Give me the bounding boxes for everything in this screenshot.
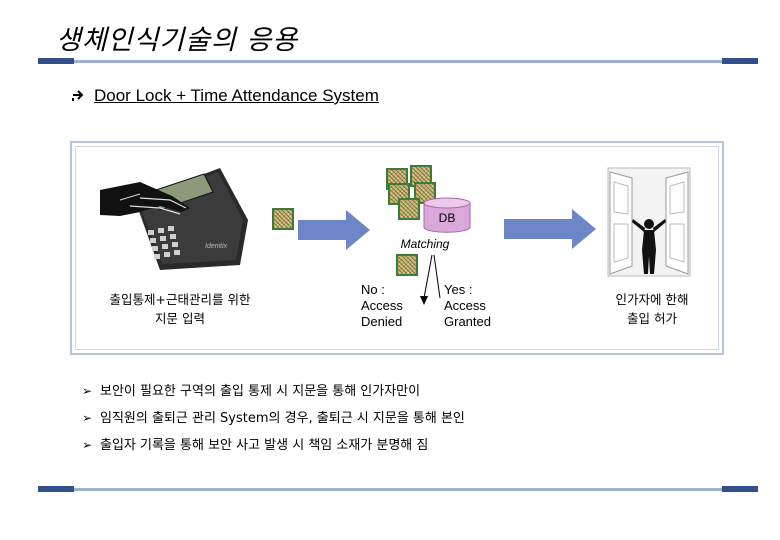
arrow-bullet-icon: ➢ — [82, 438, 93, 452]
input-label: 출입통제+근태관리를 위한 지문 입력 — [109, 292, 251, 326]
database-icon — [423, 197, 471, 233]
access-denied-label: No : Access Denied — [361, 282, 403, 329]
fingerprint-reader-illustration: Idenitix — [100, 168, 248, 270]
bullet-item: ➢보안이 필요한 구역의 출입 통제 시 지문을 통해 인가자만이 — [82, 384, 421, 399]
diagram-frame — [70, 141, 724, 355]
fingerprint-icon — [396, 254, 418, 276]
bottom-divider — [38, 486, 758, 492]
subtitle-text: Door Lock + Time Attendance System — [94, 86, 379, 105]
title-divider — [38, 58, 758, 64]
open-door-illustration — [607, 167, 691, 277]
device-brand-label: Idenitix — [205, 243, 228, 250]
db-label: DB — [438, 211, 456, 225]
bullet-item: ➢출입자 기록을 통해 보안 사고 발생 시 책임 소재가 분명해 짐 — [82, 438, 429, 453]
arrow-right-icon — [72, 86, 94, 106]
arrow-bullet-icon: ➢ — [82, 384, 93, 398]
output-label: 인가자에 한해 출입 허가 — [615, 292, 689, 326]
bullet-item: ➢임직원의 출퇴근 관리 System의 경우, 출퇴근 시 지문을 통해 본인 — [82, 411, 465, 426]
decision-arrows — [420, 254, 441, 305]
page-title: 생체인식기술의 응용 — [56, 25, 299, 56]
flow-arrow-icon — [298, 210, 370, 250]
access-granted-label: Yes : Access Granted — [444, 282, 491, 329]
flow-arrow-icon — [504, 209, 596, 249]
fingerprint-icon — [398, 198, 420, 220]
arrow-bullet-icon: ➢ — [82, 411, 93, 425]
fingerprint-icon — [272, 208, 294, 230]
matching-label: Matching — [400, 237, 450, 251]
subtitle: Door Lock + Time Attendance System — [72, 86, 379, 106]
